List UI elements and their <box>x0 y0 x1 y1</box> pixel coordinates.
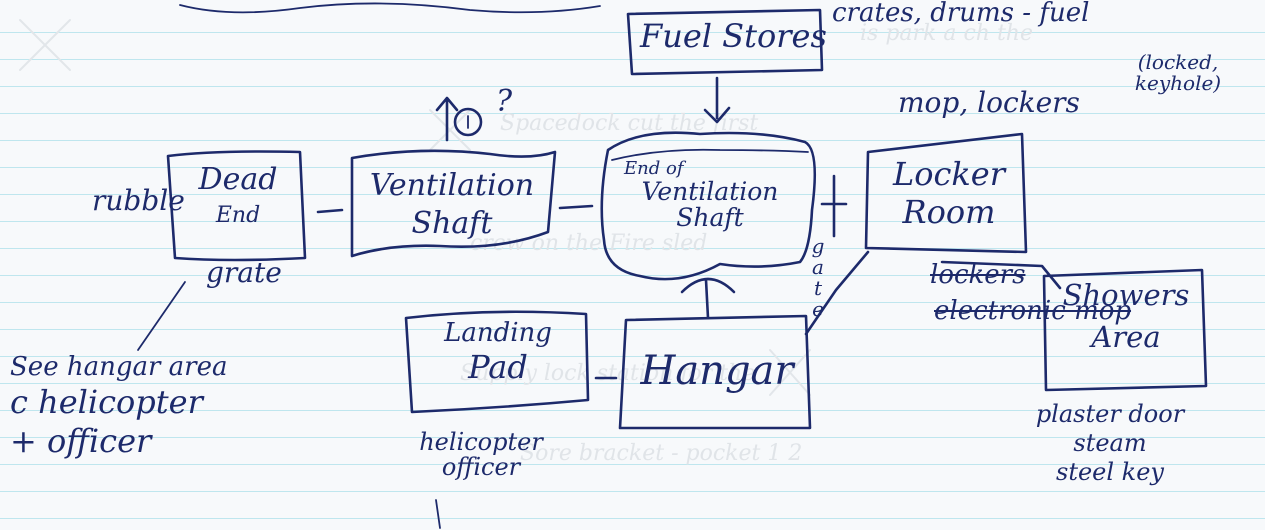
top-note: crates, drums - fuel <box>832 0 1090 28</box>
see-hangar-note: See hangar area c helicopter + officer <box>10 352 228 460</box>
vent-line: Ventilation <box>641 176 779 206</box>
svg-text:Spacedock cut the first: Spacedock cut the first <box>500 111 758 136</box>
fuel-arrow <box>703 76 731 124</box>
room-line: Room <box>902 192 996 231</box>
connector-dead-vent <box>316 208 344 214</box>
top-scribble <box>179 2 601 14</box>
electronic-mop-struck-note: electronic mop <box>934 296 1132 326</box>
locked-keyhole-note: (locked, keyhole) <box>1108 52 1248 94</box>
see-hangar-line: See hangar area <box>10 352 228 382</box>
end-line: End <box>215 202 261 228</box>
locked-line: (locked, <box>1137 50 1219 74</box>
end-of-line: End of <box>624 158 684 179</box>
keyhole-line: keyhole) <box>1134 71 1222 95</box>
pad-line: Pad <box>468 348 528 387</box>
dead-end-label: Dead End <box>176 164 300 227</box>
gate-mark <box>820 174 848 238</box>
shaft2-line: Shaft <box>676 203 744 233</box>
hangar-box <box>618 314 812 430</box>
end-of-vent-label: End of Ventilation Shaft <box>610 158 810 233</box>
plaster-door-line: plaster door <box>1035 400 1185 428</box>
grate-note: grate <box>206 256 282 289</box>
showers-area-box <box>1042 268 1208 392</box>
gate-note: g a t e <box>811 234 825 321</box>
end-of-vent-box <box>600 131 817 281</box>
fuel-stores-box <box>626 8 824 76</box>
locker-room-label: Locker Room <box>874 155 1024 231</box>
hangar-vent-arc <box>680 277 736 320</box>
c-helicopter-line: c helicopter <box>10 383 203 422</box>
area-line: Area <box>1091 320 1161 355</box>
landing-pad-label: Landing Pad <box>410 318 586 387</box>
fuel-stores-label: Fuel Stores <box>640 17 827 55</box>
up-circle <box>453 107 483 137</box>
mop-lockers-note: mop, lockers <box>898 86 1080 119</box>
ventilation-shaft-label: Ventilation Shaft <box>352 170 552 239</box>
landing-line: Landing <box>444 318 552 348</box>
steam-line: steam <box>1073 428 1147 457</box>
locker-line: Locker <box>892 155 1006 193</box>
showers-area-label: Showers Area <box>1048 280 1204 353</box>
bleed-through-marks: Spacedock cut the first crew on the Fire… <box>19 19 1033 466</box>
up-arrow <box>435 96 459 142</box>
dead-end-box <box>166 150 307 262</box>
officer-line: officer <box>441 453 521 482</box>
helicopter-line: helicopter <box>419 428 543 456</box>
connector-vent-end <box>558 204 594 210</box>
bottom-scribble <box>435 499 441 529</box>
svg-text:Supply lock station for the: Supply lock station for the <box>460 361 755 386</box>
ventilation-line: Ventilation <box>369 168 535 203</box>
ventilation-shaft-box <box>350 149 557 258</box>
locker-room-box <box>864 132 1028 254</box>
showers-line: Showers <box>1062 278 1190 312</box>
steel-key-line: steel key <box>1056 457 1164 486</box>
shaft-line: Shaft <box>411 205 493 241</box>
svg-text:Sore bracket - pocket 1 2: Sore bracket - pocket 1 2 <box>520 441 802 466</box>
helicopter-officer-note: helicopter officer <box>396 428 566 482</box>
lockers-struck-note: lockers <box>930 260 1026 290</box>
locker-to-showers <box>940 260 1062 290</box>
svg-text:is park a ch the: is park a ch the <box>860 21 1033 46</box>
landing-pad-box <box>404 310 590 414</box>
locker-diagonal <box>804 250 870 336</box>
plaster-door-note: plaster door steam steel key <box>1010 400 1210 486</box>
plus-officer-line: + officer <box>10 421 152 460</box>
up-question-mark: ? <box>496 84 513 119</box>
dead-line: Dead <box>198 162 278 197</box>
grate-pointer <box>137 281 186 351</box>
hangar-label: Hangar <box>640 348 794 394</box>
rubble-note: rubble <box>92 184 185 217</box>
